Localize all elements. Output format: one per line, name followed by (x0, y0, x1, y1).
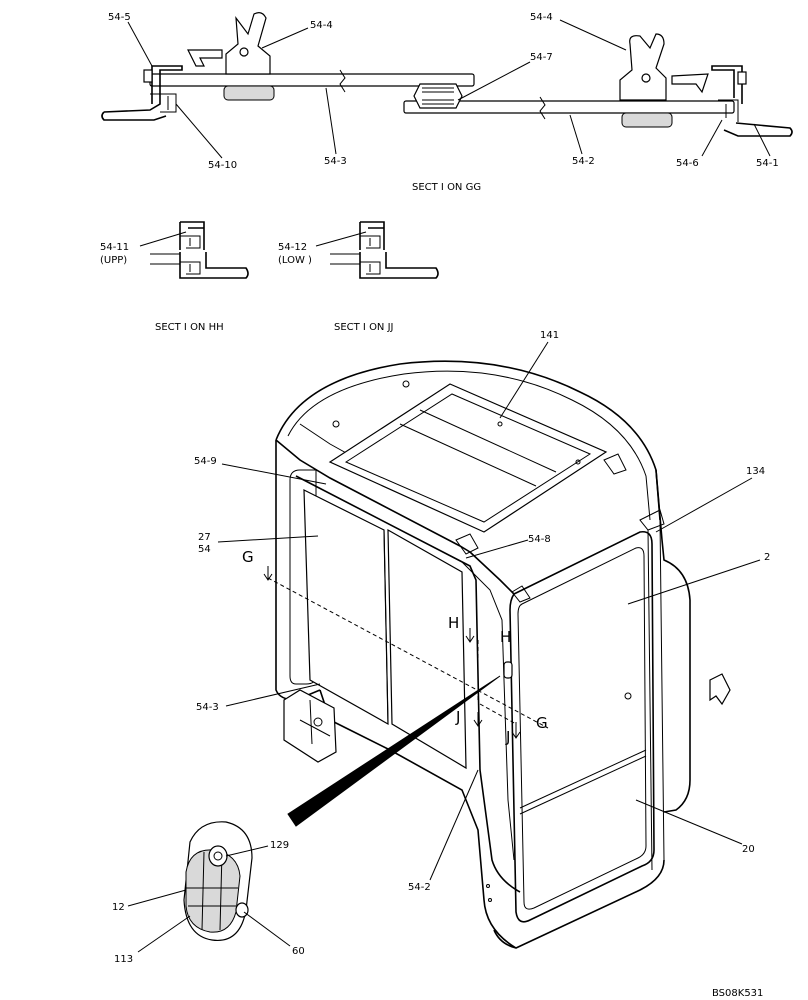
section-gg-drawing (101, 12, 793, 137)
section-jj-drawing (315, 221, 439, 279)
section-hh-drawing (139, 221, 249, 279)
label-12: 12 (112, 902, 125, 913)
marker-g-left: G (242, 548, 254, 566)
label-113: 113 (114, 954, 133, 965)
caption-section-jj: SECT I ON JJ (334, 322, 394, 333)
mirror-leaders (127, 845, 291, 953)
label-54-3-top: 54-3 (324, 156, 347, 167)
label-27: 27 (198, 532, 211, 543)
label-54: 54 (198, 544, 211, 555)
label-54-4-right: 54-4 (530, 12, 553, 23)
label-54-11: 54-11 (100, 242, 129, 253)
label-54-2-top: 54-2 (572, 156, 595, 167)
caption-section-hh: SECT I ON HH (155, 322, 224, 333)
label-54-10: 54-10 (208, 160, 237, 171)
marker-g-right: G (536, 714, 548, 732)
label-54-12-low: (LOW ) (278, 255, 312, 266)
mirror-detail (183, 821, 253, 942)
label-129: 129 (270, 840, 289, 851)
label-134: 134 (746, 466, 765, 477)
label-54-8: 54-8 (528, 534, 551, 545)
label-60: 60 (292, 946, 305, 957)
detail-pointer-arrow (287, 675, 501, 827)
marker-h-left: H (448, 614, 459, 632)
label-54-9: 54-9 (194, 456, 217, 467)
marker-j-left: J (455, 708, 460, 726)
label-54-4-left: 54-4 (310, 20, 333, 31)
label-54-2-cab: 54-2 (408, 882, 431, 893)
drawing-id: BS08K531 (712, 988, 763, 999)
marker-h-right: H (500, 628, 511, 646)
label-54-12: 54-12 (278, 242, 307, 253)
label-54-7: 54-7 (530, 52, 553, 63)
label-54-5: 54-5 (108, 12, 131, 23)
marker-j-right: J (505, 728, 510, 746)
label-54-3-cab: 54-3 (196, 702, 219, 713)
label-141: 141 (540, 330, 559, 341)
label-54-11-upp: (UPP) (100, 255, 127, 266)
cab-leaders (217, 341, 761, 881)
label-54-1: 54-1 (756, 158, 779, 169)
label-2: 2 (764, 552, 770, 563)
section-gg-leaders (127, 19, 771, 159)
caption-section-gg: SECT I ON GG (412, 182, 481, 193)
cab-drawing (275, 360, 731, 949)
label-54-6: 54-6 (676, 158, 699, 169)
label-20: 20 (742, 844, 755, 855)
